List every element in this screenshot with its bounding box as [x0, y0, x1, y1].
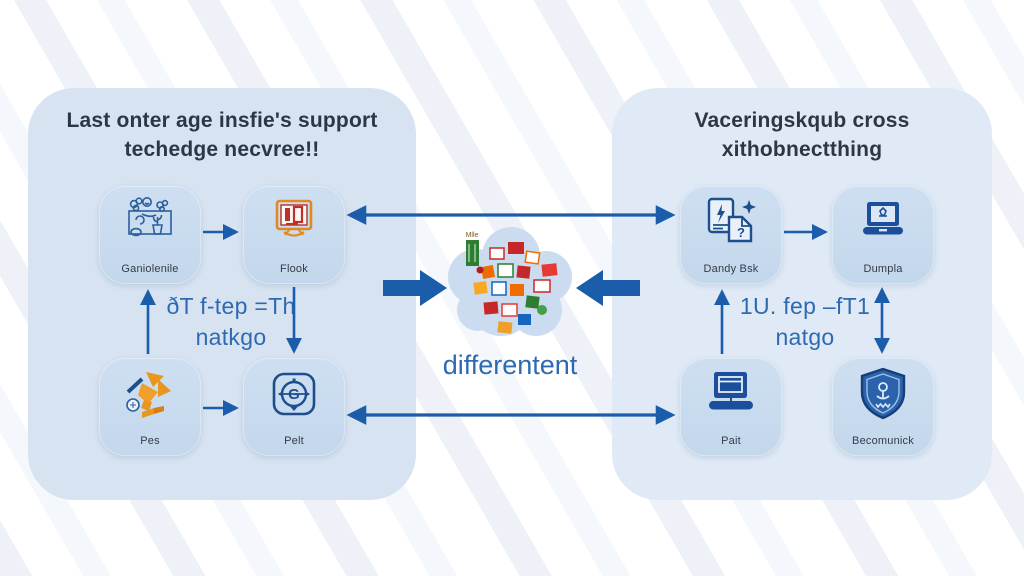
sketch-doodle-icon	[122, 194, 178, 255]
left-mid-line1: ðT f-tep =Th	[166, 293, 296, 319]
left-panel-title: Last onter age insfie's support techedge…	[28, 106, 416, 164]
node-pelt: G Pelt	[243, 358, 345, 456]
node-pait: Pait	[680, 358, 782, 456]
right-title-line1: Vaceringskqub cross	[694, 109, 910, 132]
right-mid-line1: 1U. fep –fT1	[739, 293, 871, 319]
svg-text:?: ?	[737, 225, 745, 240]
icon-collage-cloud: Mlle	[438, 222, 583, 357]
node-label: Dumpla	[863, 263, 903, 275]
right-panel-title: Vaceringskqub cross xithobnectthing	[612, 106, 992, 164]
node-label: Pelt	[284, 435, 304, 447]
node-ganiolenile: Ganiolenile	[99, 186, 201, 284]
node-becomunick: Becomunick	[832, 358, 934, 456]
node-label: Pes	[140, 435, 160, 447]
laptop-icon	[855, 194, 911, 255]
node-label: Pait	[721, 435, 741, 447]
right-title-line2: xithobnectthing	[721, 138, 883, 161]
node-dumpla: Dumpla	[832, 186, 934, 284]
shield-icon	[855, 366, 911, 427]
documents-question-icon: ?	[702, 194, 760, 255]
laptop-window-icon	[703, 366, 759, 427]
node-label: Dandy Bsk	[703, 263, 759, 275]
node-label: Ganiolenile	[121, 263, 179, 275]
left-title-line1: Last onter age insfie's support	[66, 109, 378, 132]
left-title-line2: techedge necvree!!	[124, 138, 320, 161]
left-mid-line2: natkgo	[195, 324, 267, 350]
right-mid-text: 1U. fep –fT1 natgo	[694, 291, 916, 353]
node-label: Flook	[280, 263, 308, 275]
origami-figures-icon	[122, 366, 178, 427]
center-caption: differentent	[442, 350, 578, 380]
left-panel: Last onter age insfie's support techedge…	[28, 88, 416, 500]
node-pes: Pes	[99, 358, 201, 456]
gauge-dial-icon: G	[266, 366, 322, 427]
node-flook: Flook	[243, 186, 345, 284]
monitor-icon	[266, 194, 322, 255]
node-dandy-bsk: ? Dandy Bsk	[680, 186, 782, 284]
left-mid-text: ðT f-tep =Th natkgo	[120, 291, 342, 353]
right-mid-line2: natgo	[775, 324, 835, 350]
svg-text:G: G	[288, 386, 300, 403]
node-label: Becomunick	[852, 435, 914, 447]
svg-text:Mlle: Mlle	[466, 232, 479, 239]
